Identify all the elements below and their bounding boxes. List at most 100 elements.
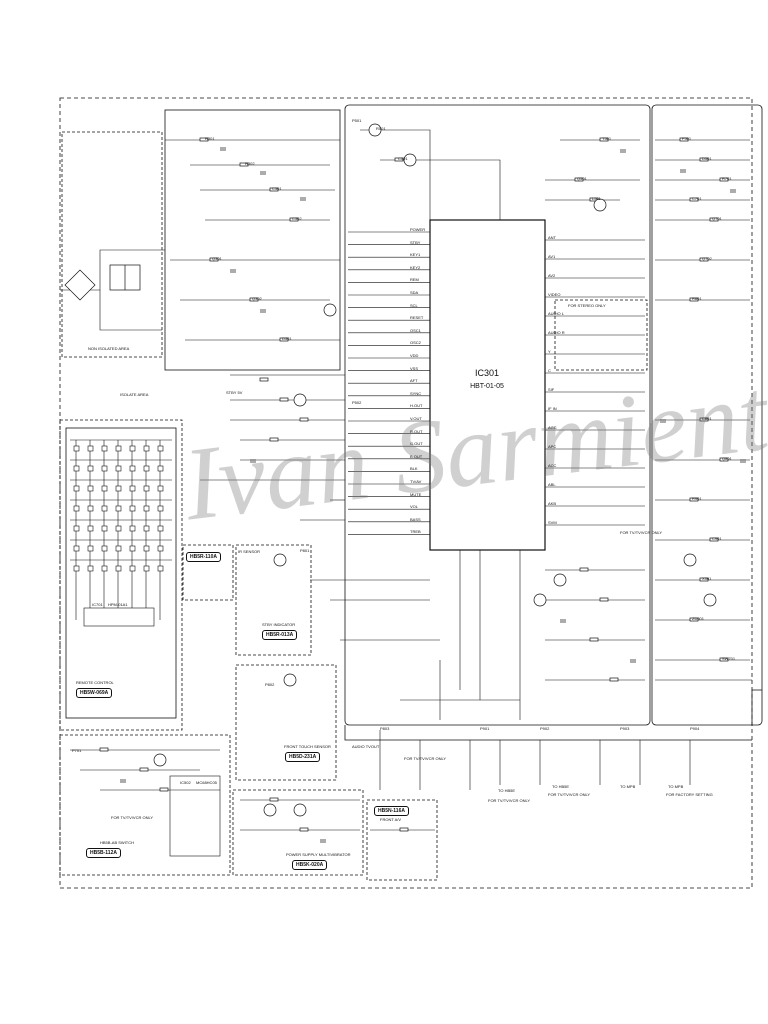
resistor: [249, 297, 259, 302]
resistor: [709, 217, 719, 222]
ic301-pin-label-right: AKB: [548, 501, 557, 506]
ic301-pin-label-left: SYNC: [410, 390, 422, 396]
keypad-switch: [157, 545, 164, 552]
keypad-switch: [73, 505, 80, 512]
transistor: [703, 593, 717, 607]
stereo-only-note: FOR STEREO ONLY: [568, 303, 606, 308]
capacitor: [260, 309, 266, 313]
main-board-frame: [344, 104, 651, 726]
keypad-switch: [115, 545, 122, 552]
component-ref: D301: [282, 336, 292, 341]
keypad-switch: [143, 485, 150, 492]
tvvcr-only-note-1: FOR TV/TV/VCR ONLY: [620, 530, 663, 535]
component-ref: SW701: [722, 656, 736, 661]
keypad-switch: [129, 525, 136, 532]
resistor: [574, 177, 584, 182]
component-ref: ZD301: [692, 616, 705, 621]
wire: [380, 159, 501, 220]
resistor: [699, 417, 709, 422]
psu-title: POWER SUPPLY MULTIVIBRATOR: [286, 852, 351, 857]
transistor: [263, 803, 277, 817]
keypad-switch: [143, 545, 150, 552]
remote-board-title: REMOTE CONTROL: [76, 680, 114, 685]
tvvcr-only-note-2: FOR TV/TV/VCR ONLY: [404, 756, 447, 761]
capacitor: [230, 269, 236, 273]
capacitor: [680, 169, 686, 173]
keypad-switch: [87, 465, 94, 472]
ic301-pin-label-left: VSS: [410, 365, 419, 371]
ic301-pin-label-left: KEY2: [410, 264, 421, 270]
keypad-switch: [143, 465, 150, 472]
to-hb5e-note-1: TO HB5E: [498, 788, 516, 793]
touch-board-frame: [235, 664, 337, 781]
ic301-pin-label-right: SIF: [548, 387, 555, 392]
keypad-switch: [143, 525, 150, 532]
ic301-pin-label-left: SCL: [410, 302, 418, 308]
connector-label: P501: [352, 118, 362, 123]
resistor: [689, 617, 699, 622]
ic301-pin-label-left: R.OUT: [410, 428, 423, 434]
stby-5v-note: STBY 5V: [226, 390, 243, 395]
keypad-switch: [157, 505, 164, 512]
ic301-pin-label-left: TREB: [410, 529, 421, 535]
component-ref: C501: [398, 156, 408, 161]
capacitor: [560, 619, 566, 623]
capacitor: [120, 779, 126, 783]
ic301-pin-label-left: BLK: [410, 466, 418, 472]
ic301-pin-label-right: ABL: [548, 482, 556, 487]
resistor: [689, 297, 699, 302]
transistor: [683, 553, 697, 567]
connector-label: P701: [72, 748, 82, 753]
capacitor: [300, 197, 306, 201]
keypad-switch: [87, 445, 94, 452]
component-ref: Q702: [702, 256, 712, 261]
keypad-switch: [143, 505, 150, 512]
ic301-pin-label-right: IF IN: [548, 406, 557, 411]
ic502-body: [169, 775, 221, 857]
tvvcr-only-note-4: FOR TV/TV/VCR ONLY: [548, 792, 591, 797]
keypad-switch: [115, 465, 122, 472]
resistor: [719, 177, 729, 182]
transistor: [283, 673, 297, 687]
component-ref: C901: [712, 536, 722, 541]
bottom-strip: [344, 725, 752, 741]
ic301-pin-label-left: VOL: [410, 504, 419, 510]
keypad-switch: [143, 445, 150, 452]
component-ref: F501: [682, 136, 692, 141]
connector-label: P803: [380, 726, 390, 731]
keypad-switch: [73, 565, 80, 572]
ic301-pin-label-left: STBY: [410, 239, 421, 245]
component-ref: R302: [245, 161, 255, 166]
capacitor: [630, 659, 636, 663]
transistor: [273, 553, 287, 567]
resistor: [279, 397, 289, 402]
keypad-switch: [87, 525, 94, 532]
ic301-pin-label-right: APC: [548, 444, 557, 449]
ic301-pin-label-left: H.OUT: [410, 403, 423, 409]
keypad-switch: [143, 565, 150, 572]
acswitch-title: HB5B-AB SWITCH: [100, 840, 135, 845]
transistor: [323, 303, 337, 317]
right-board-frame: [651, 104, 763, 726]
ic301-pin-label-left: OSC2: [410, 340, 421, 346]
transistor: [293, 393, 307, 407]
resistor: [719, 457, 729, 462]
resistor: [399, 827, 409, 832]
keypad-switch: [87, 545, 94, 552]
ic301-pin-label-left: BASS: [410, 516, 421, 522]
keypad-switch: [73, 485, 80, 492]
resistor: [689, 497, 699, 502]
bridge-rectifier: [64, 269, 96, 301]
keypad-switch: [115, 485, 122, 492]
ic301-pin-label-right: AV1: [548, 254, 556, 259]
ic301-pin-label-right: AGC: [548, 425, 557, 430]
resistor: [599, 597, 609, 602]
component-ref: C302: [292, 216, 302, 221]
wire: [99, 290, 162, 331]
resistor: [199, 137, 209, 142]
factory-setting-note: FOR FACTORY SETTING: [666, 792, 713, 797]
resistor: [139, 767, 149, 772]
ic301-pin-label-left: AFT: [410, 378, 418, 384]
component-ref: D501: [702, 156, 712, 161]
